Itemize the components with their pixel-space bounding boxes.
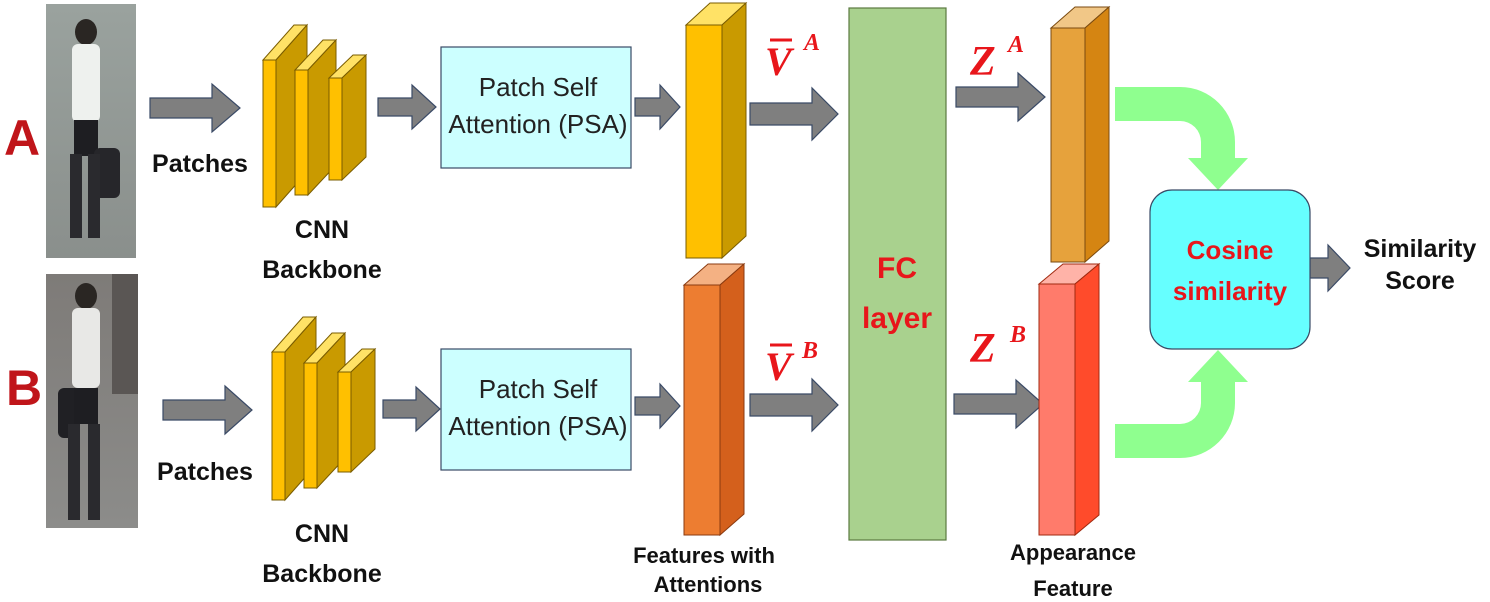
cnn-backbone-b [270, 315, 377, 502]
arrow-psa-feat-b [634, 382, 681, 430]
score-label-line1: Similarity [1364, 235, 1477, 263]
svg-text:A: A [1006, 32, 1024, 58]
cnn-label-a-line2: Backbone [262, 256, 382, 284]
arrow-v-fc-a [749, 86, 839, 142]
cnn-label-a-line1: CNN [295, 216, 349, 244]
cosine-label-line2: similarity [1173, 276, 1288, 306]
psa-label-b-line1: Patch Self [479, 374, 598, 404]
appearance-bar-b [1037, 262, 1101, 537]
v-b-label: V B [765, 338, 818, 389]
appearance-caption-line2: Feature [1033, 576, 1112, 601]
input-label-a: A [4, 110, 40, 166]
feature-bar-a [684, 1, 748, 260]
svg-text:B: B [1009, 322, 1026, 348]
features-caption-line1: Features with [633, 543, 775, 568]
psa-box-a [440, 46, 632, 169]
curved-arrow-b [1115, 350, 1248, 458]
arrow-patches-b [162, 384, 253, 436]
input-image-a [46, 4, 136, 258]
input-image-b [46, 274, 138, 528]
svg-text:Z: Z [969, 39, 996, 85]
psa-label-a-line2: Attention (PSA) [448, 109, 627, 139]
svg-text:Z: Z [969, 326, 996, 372]
arrow-patches-a [149, 82, 241, 134]
arrow-psa-feat-a [634, 83, 681, 131]
appearance-bar-a [1049, 5, 1111, 264]
fc-layer-box [848, 7, 947, 541]
curved-arrow-a [1115, 87, 1248, 190]
features-caption-line2: Attentions [654, 572, 763, 597]
appearance-caption-line1: Appearance [1010, 540, 1136, 565]
fc-label-line2: layer [862, 302, 932, 335]
z-a-label: Z A [969, 32, 1024, 85]
arrow-fc-z-a [955, 71, 1046, 123]
fc-label-line1: FC [877, 252, 917, 285]
psa-box-b [440, 348, 632, 471]
svg-text:V: V [765, 344, 795, 389]
svg-text:A: A [802, 30, 820, 56]
svg-text:B: B [801, 338, 818, 364]
patches-label-b: Patches [157, 458, 253, 486]
patches-label-a: Patches [152, 150, 248, 178]
score-label-line2: Score [1385, 267, 1455, 295]
psa-label-b-line2: Attention (PSA) [448, 411, 627, 441]
z-b-label: Z B [969, 322, 1026, 372]
arrow-v-fc-b [749, 377, 839, 433]
cnn-backbone-a [261, 23, 368, 209]
arrow-cnn-psa-b [382, 385, 441, 433]
cosine-similarity-box [1149, 189, 1311, 350]
feature-bar-b [682, 262, 746, 537]
arrow-fc-z-b [953, 378, 1044, 430]
input-label-b: B [6, 360, 42, 416]
arrow-cnn-psa-a [377, 83, 437, 131]
arrow-cosine-score [1309, 243, 1351, 293]
cnn-label-b-line2: Backbone [262, 560, 382, 588]
v-a-label: V A [765, 30, 820, 84]
cosine-label-line1: Cosine [1187, 235, 1274, 265]
cnn-label-b-line1: CNN [295, 520, 349, 548]
svg-text:V: V [765, 39, 795, 84]
psa-label-a-line1: Patch Self [479, 72, 598, 102]
